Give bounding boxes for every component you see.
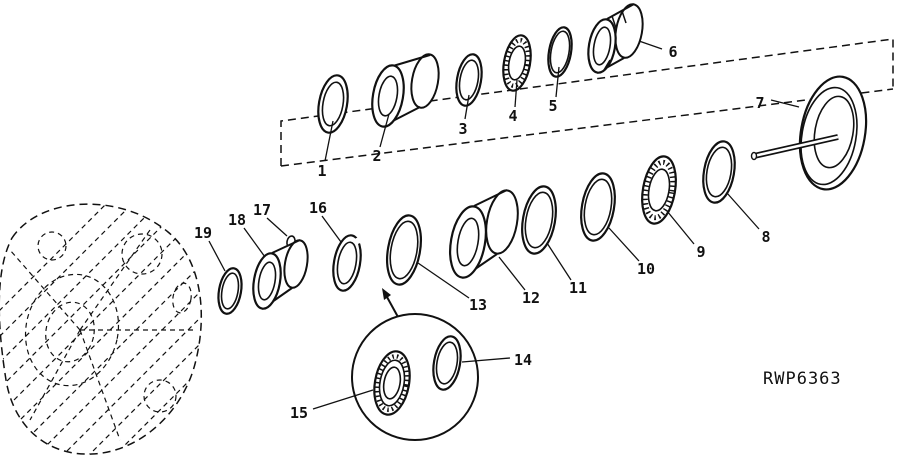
part-13-ring <box>386 214 422 286</box>
callout-leader-1 <box>324 120 334 162</box>
callout-label-6: 6 <box>668 43 677 61</box>
callout-leader-2 <box>379 113 390 148</box>
callout-leader-18 <box>243 227 266 258</box>
detail-view <box>351 288 479 441</box>
assembly-axis-phantom-lines <box>280 38 894 167</box>
callout-label-8: 8 <box>761 228 770 246</box>
callout-labels: 1 2 3 4 5 6 7 8 9 10 11 12 13 14 15 16 1… <box>194 43 771 422</box>
callout-label-10: 10 <box>637 260 655 278</box>
callout-leader-14 <box>461 357 511 363</box>
callout-label-1: 1 <box>317 162 326 180</box>
callout-leader-15 <box>312 389 374 410</box>
callout-label-16: 16 <box>309 199 327 217</box>
part-2-bushing <box>371 53 440 128</box>
part-3-ring <box>455 53 483 107</box>
part-15-sectioned-ring <box>373 350 411 416</box>
part-14-ring <box>432 335 462 391</box>
callout-label-2: 2 <box>372 147 381 165</box>
callout-label-3: 3 <box>458 120 467 138</box>
callout-leader-4 <box>514 79 518 108</box>
part-5-ring <box>547 26 573 78</box>
part-8-ring <box>702 140 736 204</box>
callout-leader-6 <box>638 40 663 50</box>
figure-code: RWP6363 <box>763 369 842 389</box>
callout-leader-13 <box>417 262 470 299</box>
part-16-snap-ring <box>332 234 368 292</box>
callout-label-5: 5 <box>548 97 557 115</box>
detail-arrow <box>382 288 399 318</box>
part-7-carrier-flange <box>750 75 868 191</box>
callout-label-19: 19 <box>194 224 212 242</box>
part-6-slotted-retainer <box>587 3 644 74</box>
callout-label-12: 12 <box>522 289 540 307</box>
callout-leader-11 <box>546 242 572 281</box>
callout-label-4: 4 <box>508 107 517 125</box>
callout-label-11: 11 <box>569 279 587 297</box>
part-19-ring <box>217 267 243 315</box>
callout-leaders <box>208 40 800 410</box>
part-1-ring <box>317 74 349 134</box>
callout-leader-7 <box>770 99 800 108</box>
part-9-bearing <box>641 155 677 225</box>
axle-housing <box>0 203 203 455</box>
part-11-ring <box>521 185 557 255</box>
part-4-bearing <box>502 34 532 92</box>
callout-leader-19 <box>208 240 226 272</box>
callout-label-13: 13 <box>469 296 487 314</box>
part-10-ring <box>580 172 616 242</box>
callout-label-18: 18 <box>228 211 246 229</box>
callout-label-7: 7 <box>755 94 764 112</box>
part-18-bushing <box>252 239 309 310</box>
callout-leader-16 <box>321 215 342 243</box>
callout-leader-9 <box>666 210 695 245</box>
callout-leader-5 <box>555 66 560 98</box>
callout-leader-10 <box>608 227 640 262</box>
part-12-hub <box>449 189 519 279</box>
callout-leader-12 <box>498 256 526 291</box>
callout-leader-17 <box>266 217 288 237</box>
callout-label-17: 17 <box>253 201 271 219</box>
callout-label-15: 15 <box>290 404 308 422</box>
callout-leader-8 <box>726 192 760 230</box>
callout-leader-3 <box>464 94 470 120</box>
callout-label-14: 14 <box>514 351 532 369</box>
callout-label-9: 9 <box>696 243 705 261</box>
